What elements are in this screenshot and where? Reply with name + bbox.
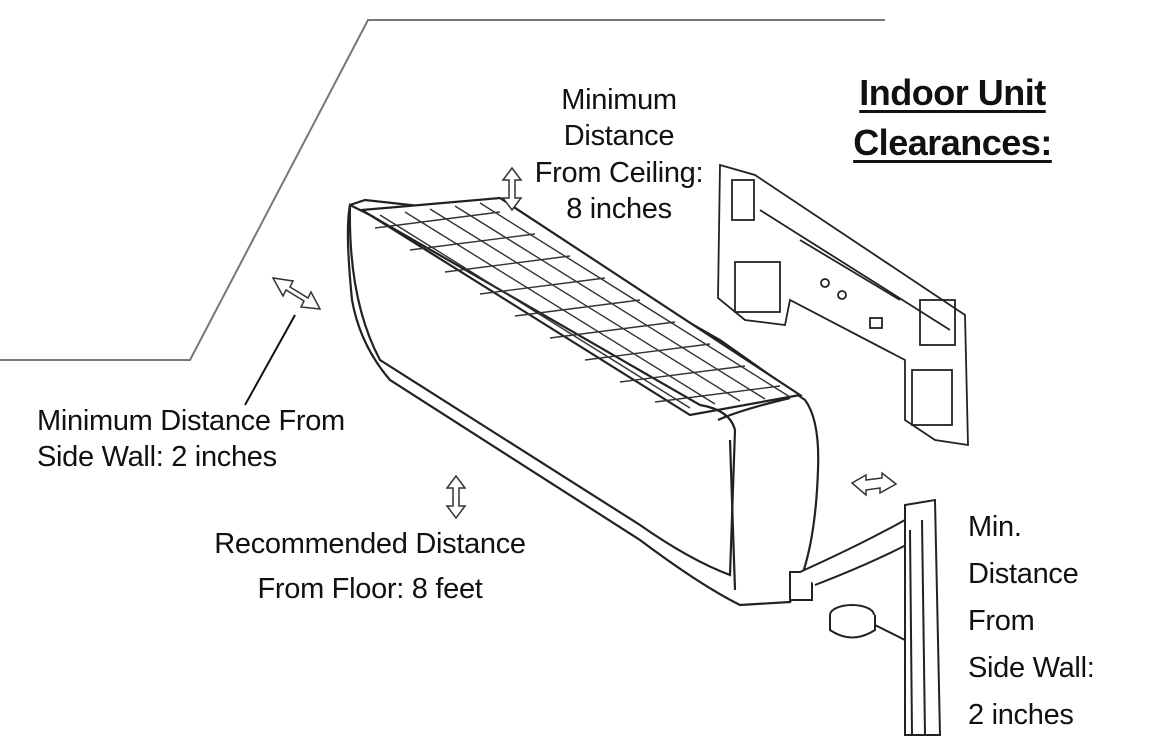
label-side-wall-left: Minimum Distance From Side Wall: 2 inche… <box>37 403 357 476</box>
label-floor-line-1: Recommended Distance <box>214 528 526 560</box>
label-floor-clearance: Recommended Distance From Floor: 8 feet <box>212 522 528 612</box>
label-ceiling-line-3: From Ceiling: <box>534 156 704 189</box>
label-side-wall-left-line-2: Side Wall: 2 inches <box>37 441 277 474</box>
title-line-1: Indoor Unit <box>859 72 1046 113</box>
title-line-2: Clearances: <box>853 122 1052 163</box>
double-arrow-icon <box>271 166 898 520</box>
label-ceiling-line-4: 8 inches <box>566 192 672 225</box>
leader-line <box>244 314 296 406</box>
unit-grille <box>374 202 791 409</box>
mounting-plate <box>717 163 969 447</box>
wall-outline <box>0 19 885 361</box>
label-ceiling-line-2: Distance <box>563 120 675 153</box>
label-side-wall-right-line-5: 2 inches <box>968 698 1074 731</box>
refrigerant-pipes <box>789 498 942 736</box>
label-ceiling-clearance: Minimum Distance From Ceiling: 8 inches <box>530 82 708 227</box>
label-side-wall-right-line-2: Distance <box>968 557 1079 590</box>
label-floor-line-2: From Floor: 8 feet <box>257 572 483 605</box>
label-ceiling-line-1: Minimum <box>561 84 677 116</box>
page-title: Indoor Unit Clearances: <box>845 72 1060 164</box>
label-side-wall-right-line-1: Min. <box>968 511 1022 543</box>
label-side-wall-left-line-1: Minimum Distance From <box>37 405 345 437</box>
indoor-unit <box>346 196 820 607</box>
label-side-wall-right-line-4: Side Wall: <box>968 651 1095 684</box>
label-side-wall-right-line-3: From <box>968 604 1035 637</box>
label-side-wall-right: Min. Distance From Side Wall: 2 inches <box>968 504 1128 739</box>
